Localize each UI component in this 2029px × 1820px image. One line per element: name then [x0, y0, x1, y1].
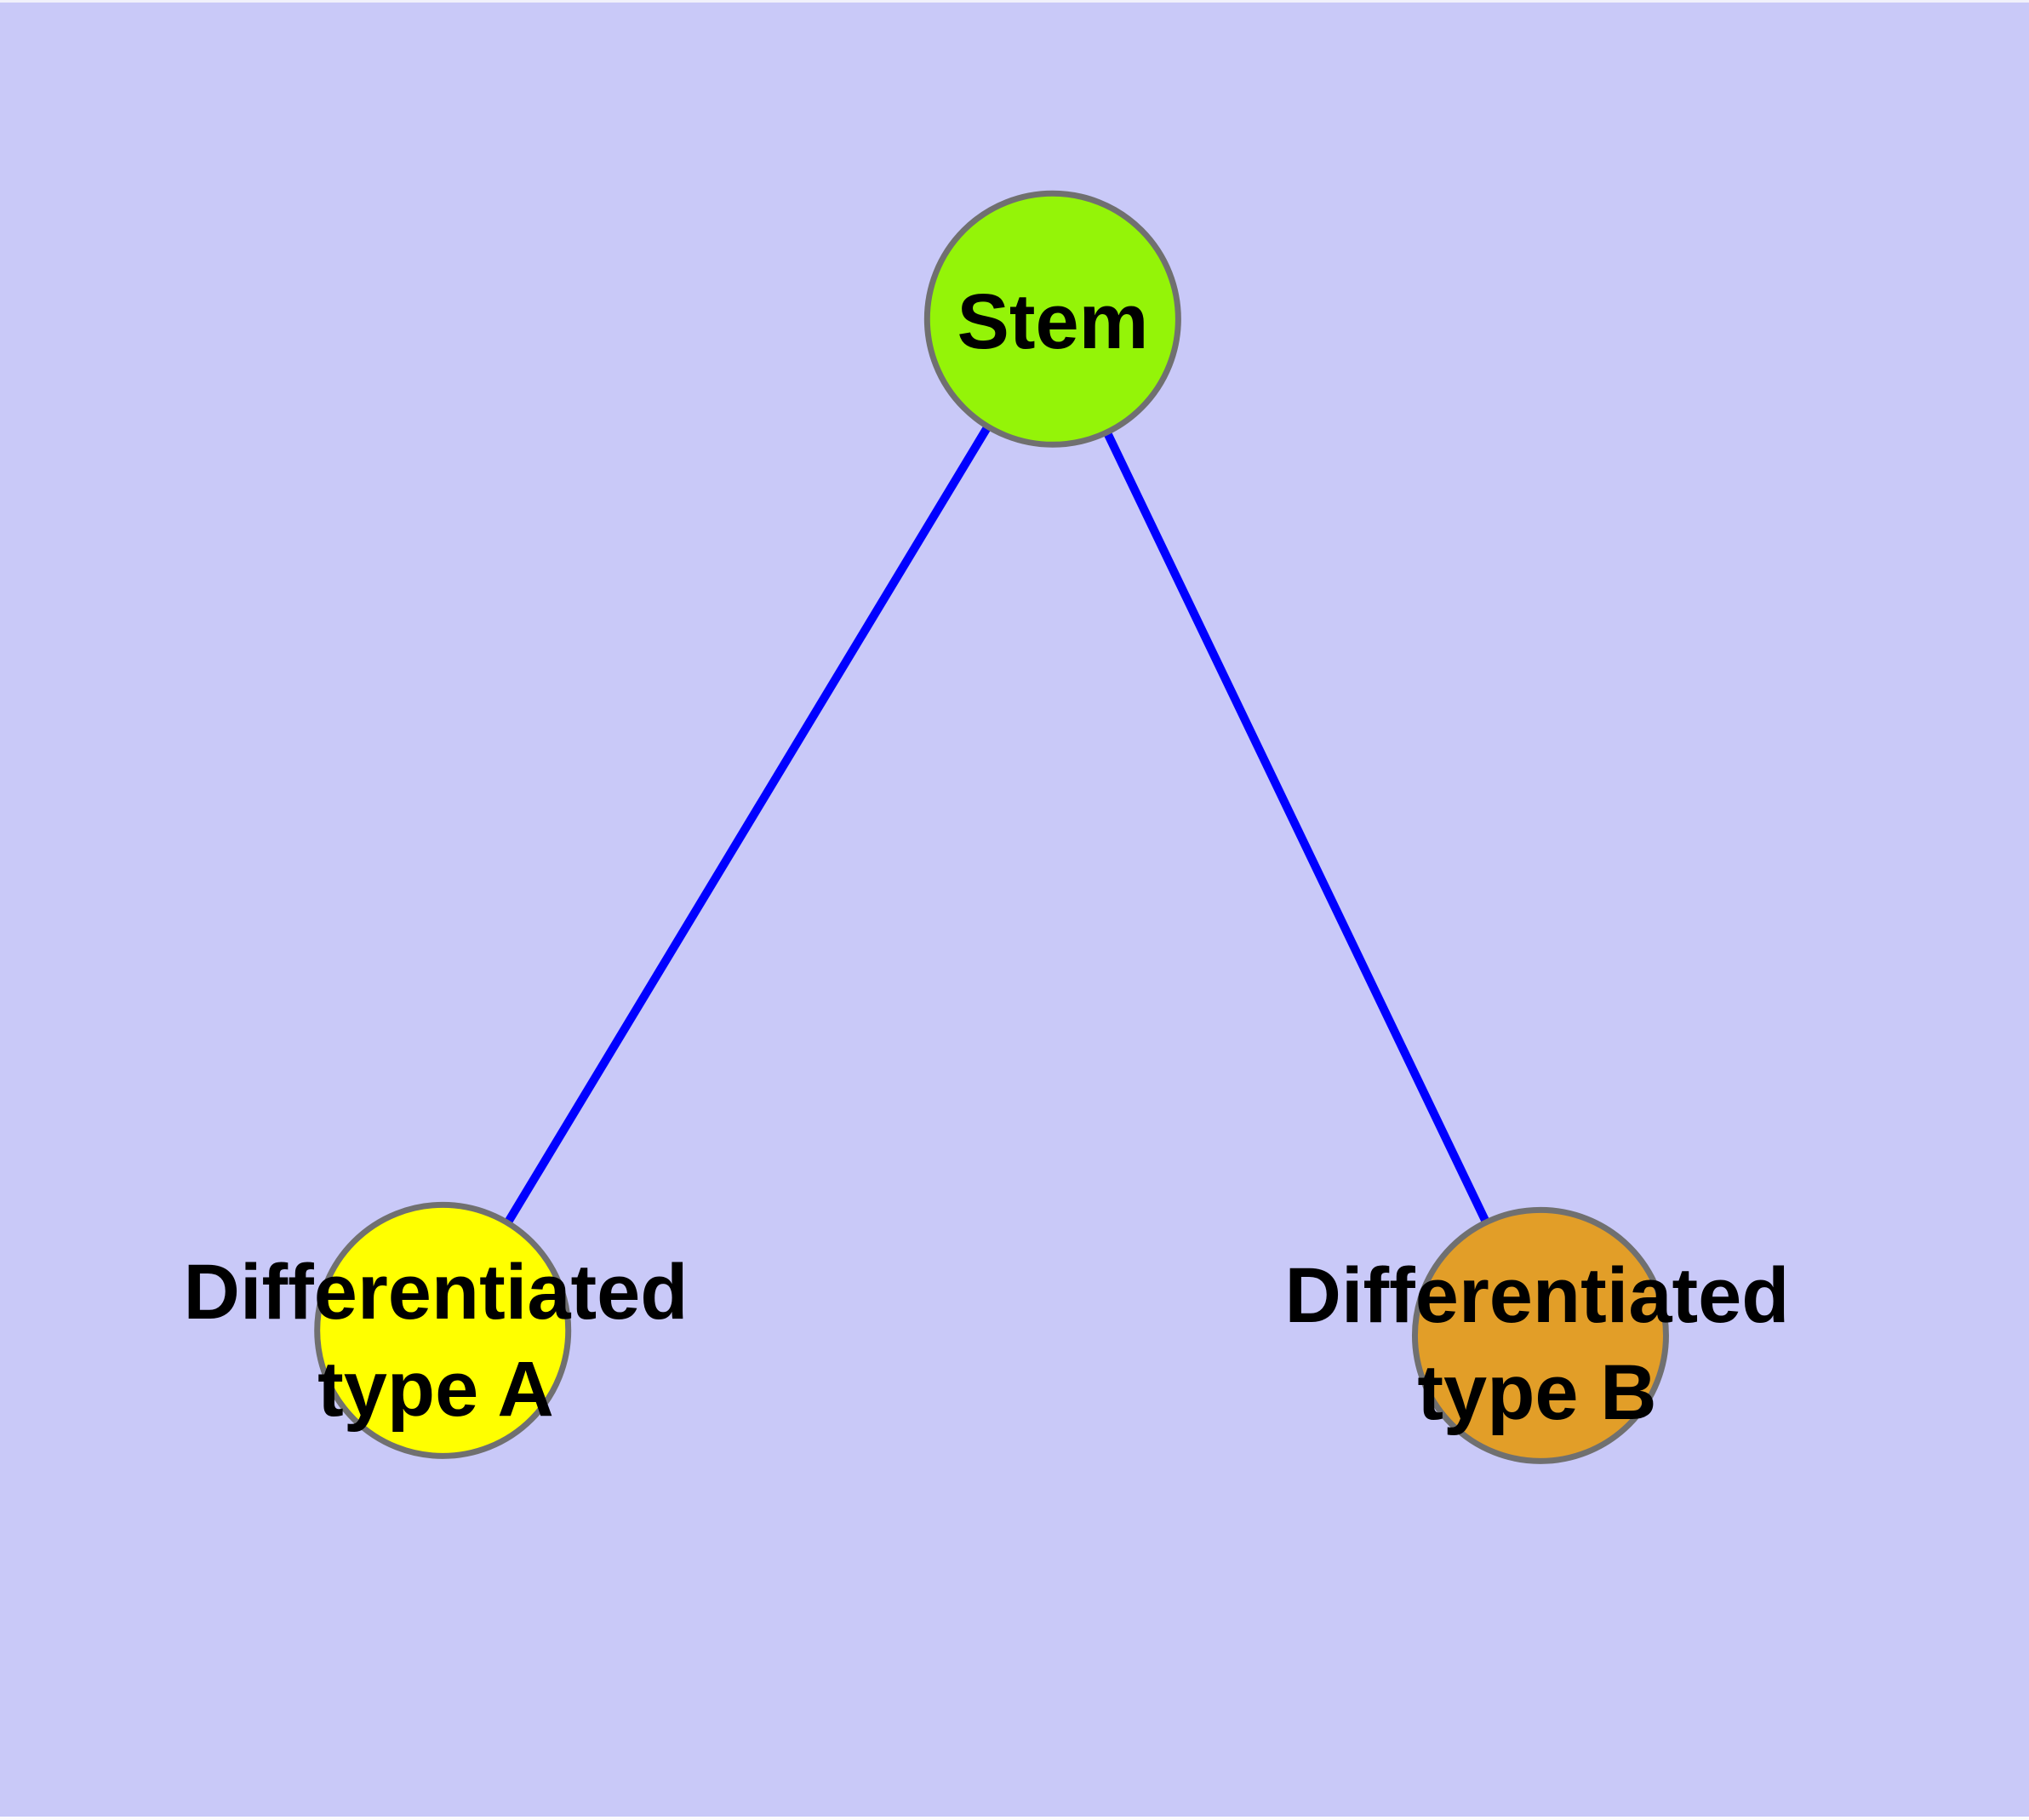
node-type-a-circle [314, 1201, 572, 1459]
graph-svg [314, 190, 1669, 1464]
node-type-b-label: Differentiated type B [1284, 1251, 1790, 1436]
node-stem-label: Stem [957, 278, 1149, 365]
edge-stem-to-type-a [438, 317, 1057, 1333]
node-type-a-label: Differentiated type A [183, 1248, 689, 1433]
node-type-b-circle [1411, 1206, 1669, 1464]
edge-stem-to-type-b [1049, 317, 1545, 1338]
node-stem-circle [923, 190, 1181, 448]
